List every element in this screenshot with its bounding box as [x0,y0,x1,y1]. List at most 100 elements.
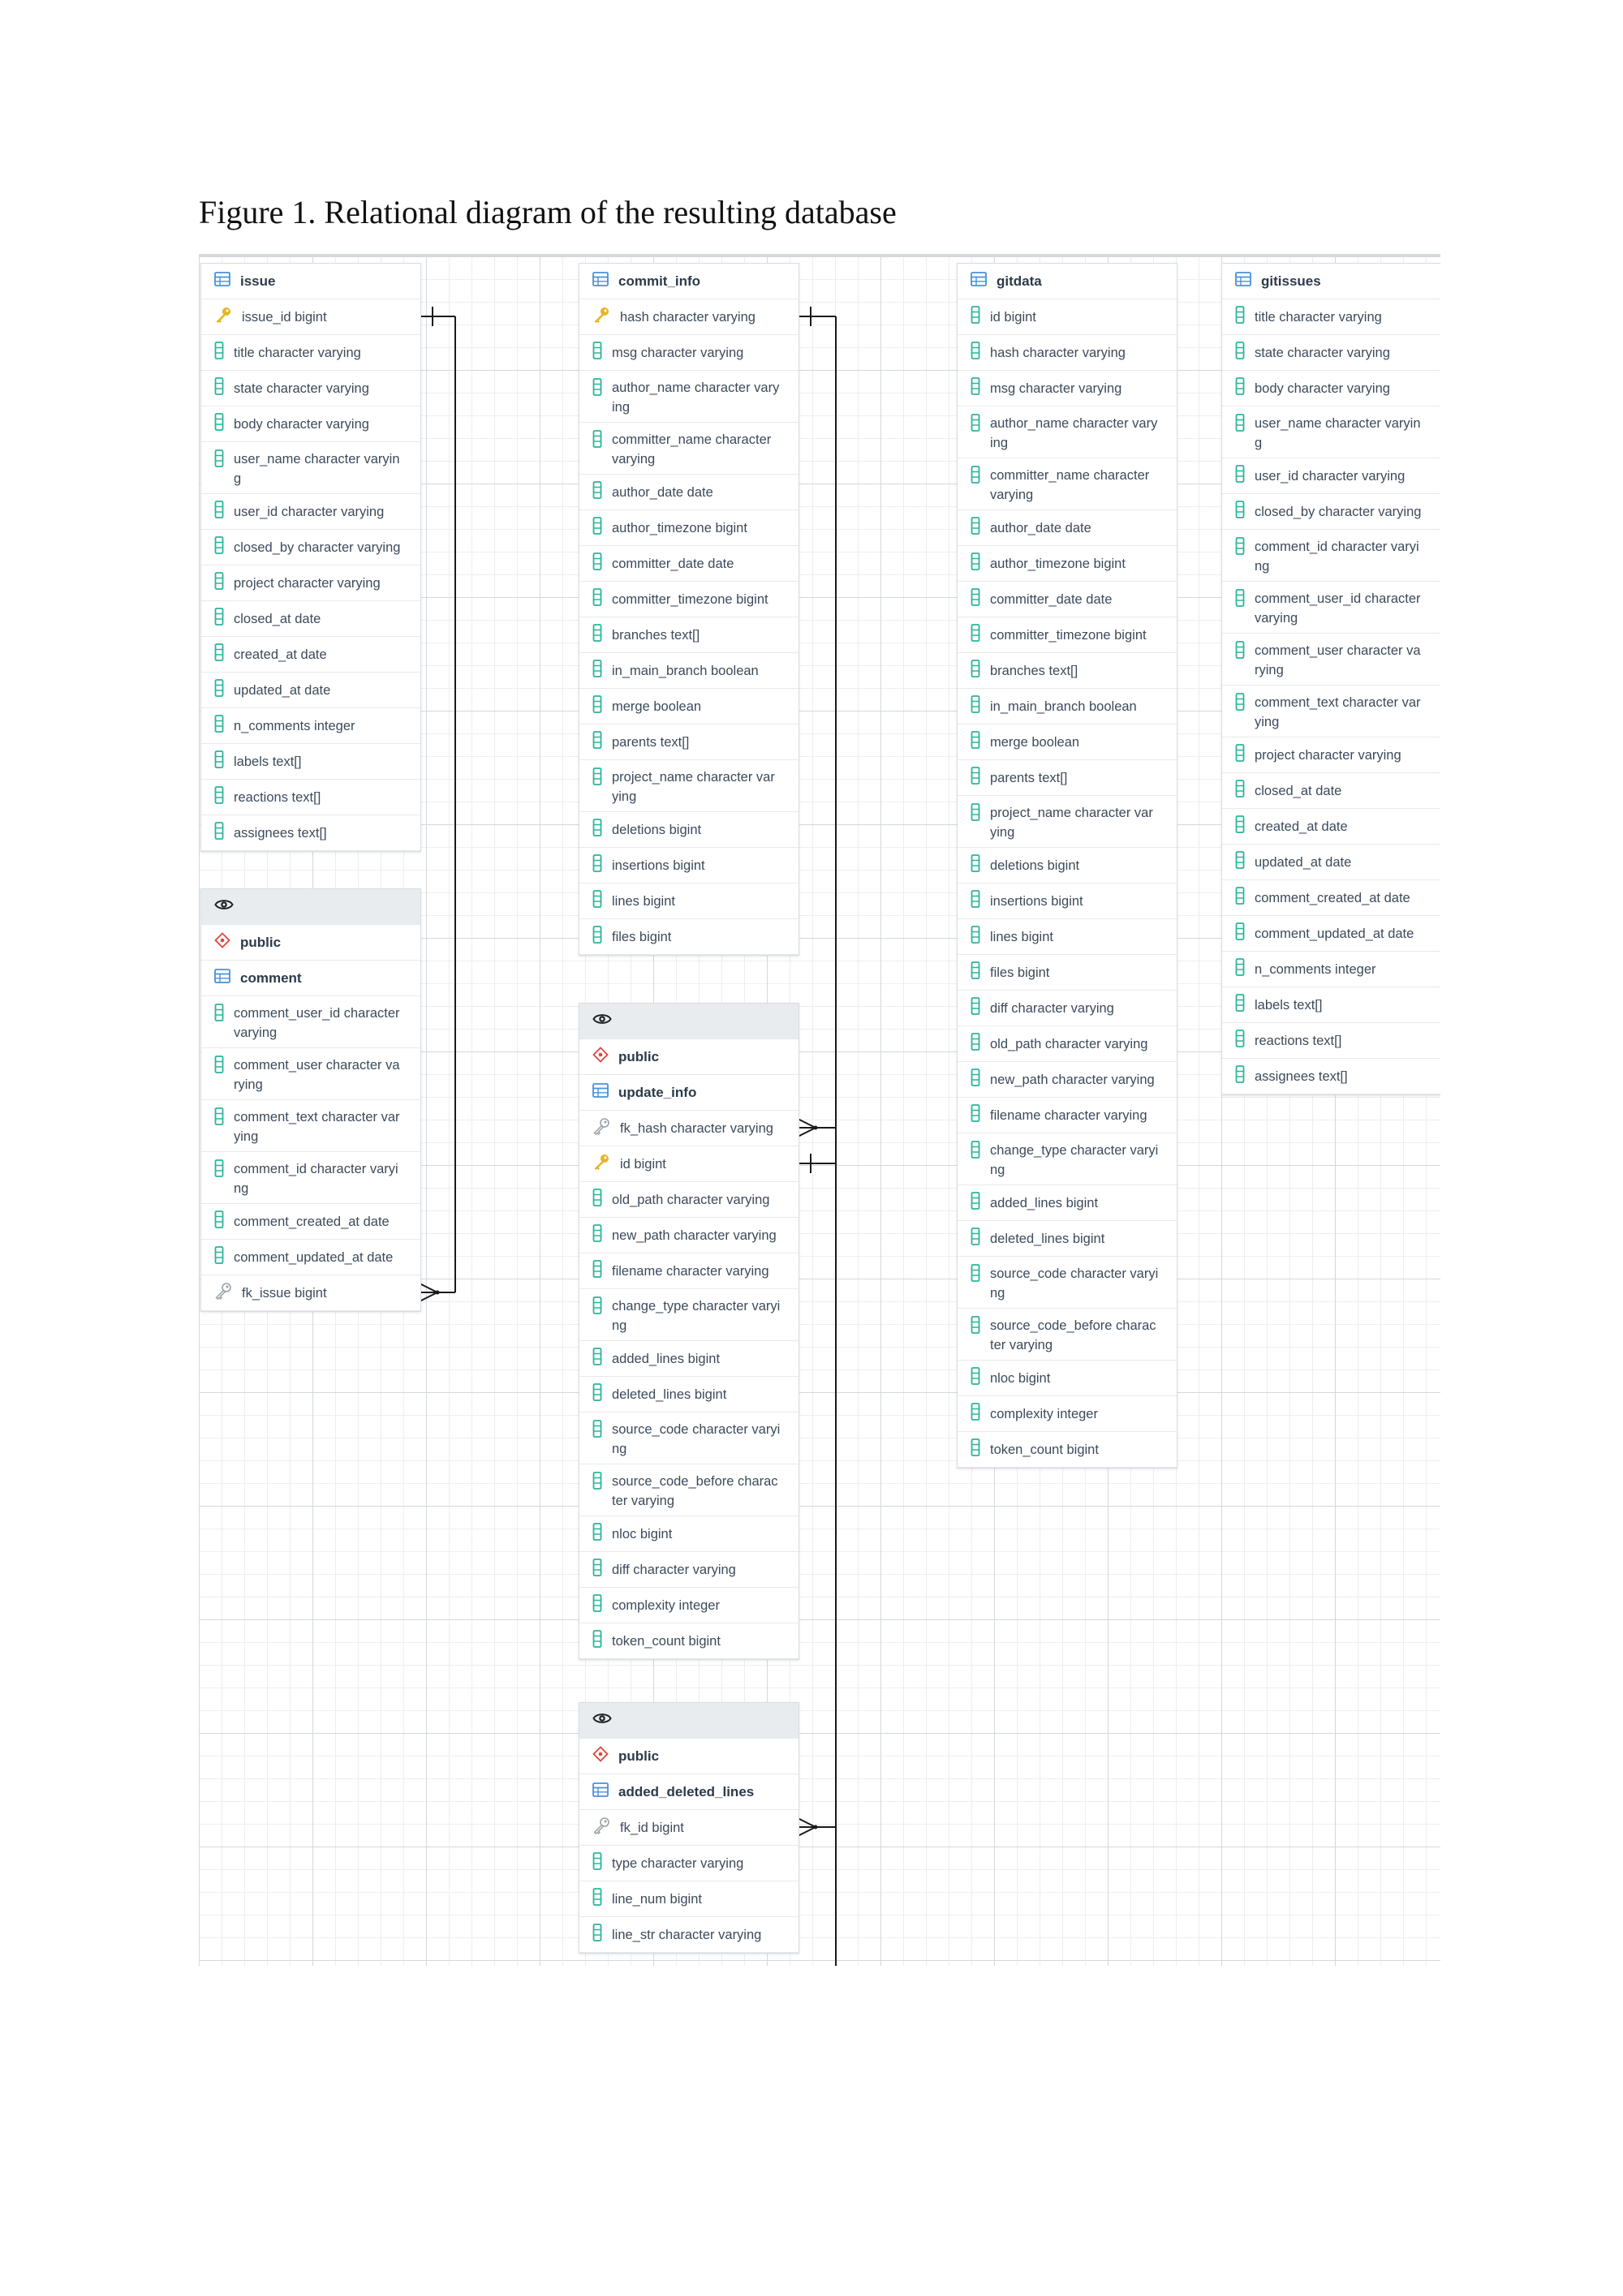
column-row[interactable]: comment_user character va rying [1222,634,1440,686]
column-row[interactable]: deleted_lines bigint [579,1377,799,1412]
table-header[interactable]: commit_info [579,264,799,299]
column-row[interactable]: n_comments integer [1222,952,1440,987]
column-row[interactable]: source_code_before charac ter varying [958,1309,1177,1361]
column-row[interactable]: fk_hash character varying [579,1111,799,1146]
column-row[interactable]: nloc bigint [579,1516,799,1552]
column-row[interactable]: user_name character varyin g [201,442,420,494]
column-row[interactable]: complexity integer [579,1588,799,1623]
column-row[interactable]: issue_id bigint [201,299,420,335]
column-row[interactable]: closed_at date [1222,773,1440,809]
column-row[interactable]: author_name character vary ing [579,371,799,423]
column-row[interactable]: committer_name character varying [579,423,799,475]
column-row[interactable]: comment_updated_at date [1222,916,1440,952]
table-header[interactable]: added_deleted_lines [579,1774,799,1810]
column-row[interactable]: state character varying [201,371,420,406]
column-row[interactable]: added_lines bigint [579,1341,799,1377]
column-row[interactable]: n_comments integer [201,708,420,744]
column-row[interactable]: source_code character varyi ng [579,1412,799,1464]
column-row[interactable]: state character varying [1222,335,1440,371]
column-row[interactable]: complexity integer [958,1396,1177,1432]
column-row[interactable]: source_code character varyi ng [958,1257,1177,1309]
column-row[interactable]: body character varying [1222,371,1440,406]
column-row[interactable]: created_at date [201,637,420,673]
column-row[interactable]: comment_created_at date [1222,880,1440,916]
column-row[interactable]: title character varying [201,335,420,371]
column-row[interactable]: lines bigint [958,919,1177,955]
column-row[interactable]: author_name character vary ing [958,406,1177,458]
column-row[interactable]: reactions text[] [201,780,420,815]
table-header[interactable]: comment [201,961,420,996]
column-row[interactable]: title character varying [1222,299,1440,335]
column-row[interactable]: comment_text character var ying [1222,686,1440,737]
column-row[interactable]: old_path character varying [579,1182,799,1218]
column-row[interactable]: committer_timezone bigint [579,582,799,617]
column-row[interactable]: hash character varying [958,335,1177,371]
column-row[interactable]: in_main_branch boolean [579,653,799,689]
schema-visibility-toggle[interactable] [201,889,420,925]
column-row[interactable]: updated_at date [1222,845,1440,880]
column-row[interactable]: project_name character var ying [958,796,1177,848]
column-row[interactable]: committer_date date [579,546,799,582]
column-row[interactable]: assignees text[] [201,815,420,851]
column-row[interactable]: nloc bigint [958,1361,1177,1396]
column-row[interactable]: in_main_branch boolean [958,689,1177,724]
column-row[interactable]: comment_id character varyi ng [1222,530,1440,582]
column-row[interactable]: created_at date [1222,809,1440,845]
column-row[interactable]: body character varying [201,406,420,442]
column-row[interactable]: project character varying [201,565,420,601]
column-row[interactable]: id bigint [958,299,1177,335]
table-header[interactable]: gitissues [1222,264,1440,299]
column-row[interactable]: hash character varying [579,299,799,335]
column-row[interactable]: closed_at date [201,601,420,637]
column-row[interactable]: new_path character varying [579,1218,799,1253]
column-row[interactable]: filename character varying [579,1253,799,1289]
column-row[interactable]: insertions bigint [579,848,799,884]
column-row[interactable]: merge boolean [958,724,1177,760]
column-row[interactable]: branches text[] [958,653,1177,689]
column-row[interactable]: reactions text[] [1222,1023,1440,1059]
column-row[interactable]: parents text[] [958,760,1177,796]
column-row[interactable]: comment_user_id character varying [201,996,420,1048]
column-row[interactable]: updated_at date [201,673,420,708]
column-row[interactable]: comment_created_at date [201,1204,420,1240]
schema-visibility-toggle[interactable] [579,1004,799,1039]
column-row[interactable]: labels text[] [201,744,420,780]
column-row[interactable]: new_path character varying [958,1062,1177,1098]
table-header[interactable]: gitdata [958,264,1177,299]
column-row[interactable]: filename character varying [958,1098,1177,1133]
column-row[interactable]: user_id character varying [201,494,420,530]
column-row[interactable]: author_date date [579,475,799,510]
column-row[interactable]: source_code_before charac ter varying [579,1464,799,1516]
column-row[interactable]: author_timezone bigint [958,546,1177,582]
column-row[interactable]: type character varying [579,1846,799,1881]
schema-visibility-toggle[interactable] [579,1703,799,1739]
column-row[interactable]: msg character varying [579,335,799,371]
column-row[interactable]: deleted_lines bigint [958,1221,1177,1257]
column-row[interactable]: user_name character varyin g [1222,406,1440,458]
column-row[interactable]: labels text[] [1222,987,1440,1023]
column-row[interactable]: diff character varying [579,1552,799,1588]
column-row[interactable]: fk_id bigint [579,1810,799,1846]
column-row[interactable]: closed_by character varying [1222,494,1440,530]
column-row[interactable]: committer_date date [958,582,1177,617]
column-row[interactable]: project character varying [1222,737,1440,773]
column-row[interactable]: comment_user character va rying [201,1048,420,1100]
column-row[interactable]: closed_by character varying [201,530,420,565]
column-row[interactable]: change_type character varyi ng [579,1289,799,1341]
column-row[interactable]: author_timezone bigint [579,510,799,546]
column-row[interactable]: branches text[] [579,617,799,653]
column-row[interactable]: comment_id character varyi ng [201,1152,420,1204]
column-row[interactable]: comment_updated_at date [201,1240,420,1275]
column-row[interactable]: deletions bigint [579,812,799,848]
column-row[interactable]: token_count bigint [958,1432,1177,1468]
table-header[interactable]: issue [201,264,420,299]
column-row[interactable]: token_count bigint [579,1623,799,1659]
